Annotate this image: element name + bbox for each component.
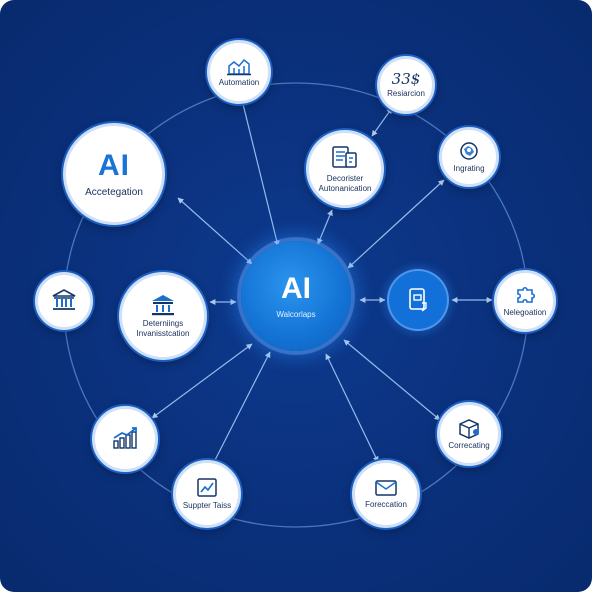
node-negotiation[interactable]: Nelegoation bbox=[494, 270, 556, 332]
research-glyph: 33$ bbox=[391, 69, 421, 88]
building-chart-icon bbox=[227, 58, 251, 76]
link-document bbox=[317, 209, 333, 245]
link-research bbox=[371, 107, 393, 137]
hub-title: AI bbox=[281, 271, 311, 305]
bar-growth-icon bbox=[113, 427, 137, 449]
node-forecasting[interactable]: Foreccation bbox=[352, 460, 420, 528]
node-connecting[interactable]: Correcating bbox=[437, 402, 501, 466]
node-ingrating[interactable]: Ingrating bbox=[439, 127, 499, 187]
tablet-icon bbox=[409, 288, 427, 312]
supporter-label: Suppter Taiss bbox=[182, 501, 232, 510]
box-icon bbox=[459, 419, 479, 439]
node-document-automation[interactable]: Decorister Autonanication bbox=[306, 130, 384, 208]
forecasting-label: Foreccation bbox=[365, 500, 407, 509]
node-banking[interactable] bbox=[35, 272, 93, 330]
acceleration-title: AI bbox=[98, 148, 130, 182]
link-acceleration bbox=[177, 197, 253, 265]
link-supporter bbox=[211, 351, 271, 467]
connecting-label: Correcating bbox=[448, 441, 490, 450]
document-icon bbox=[332, 146, 357, 168]
central-hub[interactable]: AI Walcorlaps bbox=[241, 241, 351, 351]
link-connecting bbox=[343, 339, 441, 421]
document-automation-label: Decorister Autonanication bbox=[318, 174, 372, 193]
link-ingrating bbox=[347, 179, 445, 269]
node-automation[interactable]: Automation bbox=[207, 40, 271, 104]
negotiation-label: Nelegoation bbox=[503, 308, 547, 317]
institution-icon bbox=[152, 295, 174, 316]
node-growth[interactable] bbox=[92, 406, 158, 472]
globe-pin-icon bbox=[460, 142, 478, 160]
link-forecasting bbox=[325, 353, 379, 463]
node-investment[interactable]: Deterniings Invanisstcation bbox=[119, 272, 207, 360]
mail-icon bbox=[375, 480, 397, 496]
automation-label: Automation bbox=[218, 78, 260, 87]
research-label: Resiarcion bbox=[387, 88, 425, 98]
puzzle-icon bbox=[517, 286, 536, 303]
node-research[interactable]: 33$ Resiarcion bbox=[377, 56, 435, 114]
bank-icon bbox=[52, 289, 76, 310]
node-acceleration[interactable]: AI Accetegation bbox=[63, 123, 165, 225]
investment-label: Deterniings Invanisstcation bbox=[136, 319, 190, 338]
hub-label: Walcorlaps bbox=[276, 309, 316, 319]
acceleration-label: Accetegation bbox=[85, 186, 143, 198]
node-supporter[interactable]: Suppter Taiss bbox=[173, 460, 241, 528]
chart-document-icon bbox=[197, 478, 217, 497]
ingrating-label: Ingrating bbox=[453, 164, 485, 173]
link-automation bbox=[240, 99, 280, 247]
node-tablet[interactable] bbox=[389, 271, 447, 329]
